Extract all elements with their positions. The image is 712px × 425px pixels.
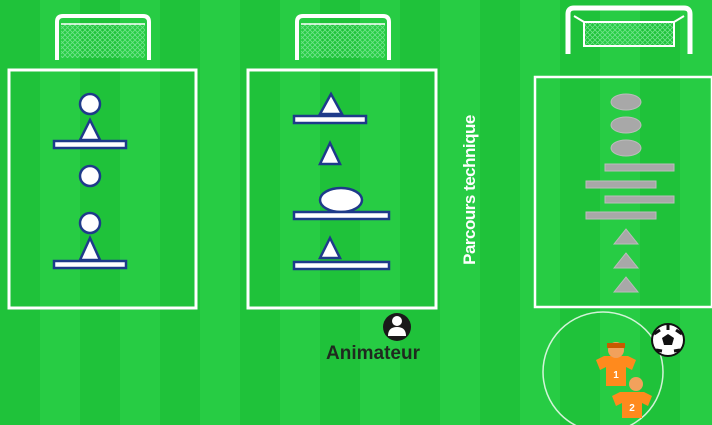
coach-icon [383, 313, 411, 341]
hurdle-icon [54, 261, 126, 268]
gray-cone-icon [611, 94, 641, 110]
gray-cone-icon [614, 277, 638, 292]
cone-icon [80, 166, 100, 186]
soccer-ball-icon [652, 324, 684, 356]
hurdle-icon [294, 212, 389, 219]
hurdle-icon [294, 262, 389, 269]
gray-cone-icon [614, 229, 638, 244]
gray-hurdle-icon [586, 212, 656, 219]
cone-icon [320, 143, 340, 164]
hurdle-icon [294, 116, 366, 123]
goal-icon [297, 16, 389, 60]
cone-icon [80, 238, 100, 260]
player-number: 1 [613, 370, 619, 381]
gray-hurdle-icon [586, 181, 656, 188]
cone-icon [320, 238, 340, 258]
animateur-label: Animateur [326, 343, 420, 365]
zone-2-objects [294, 94, 389, 269]
ball-marker [320, 188, 362, 212]
gray-cone-icon [614, 253, 638, 268]
cone-icon [80, 120, 100, 140]
gray-cone-icon [611, 117, 641, 133]
cone-icon [320, 94, 342, 114]
gray-hurdle-icon [605, 196, 674, 203]
goal-icon [568, 8, 690, 54]
gray-hurdle-icon [605, 164, 674, 171]
hurdle-icon [54, 141, 126, 148]
gray-cone-icon [611, 140, 641, 156]
goal-icon [57, 16, 149, 60]
cone-icon [80, 213, 100, 233]
zone-1-objects [54, 94, 126, 268]
cone-icon [80, 94, 100, 114]
zone-parcours [535, 77, 712, 307]
zone-1 [9, 70, 196, 308]
parcours-label: Parcours technique [460, 115, 480, 265]
player-number: 2 [629, 403, 635, 414]
parcours-objects [586, 94, 674, 292]
